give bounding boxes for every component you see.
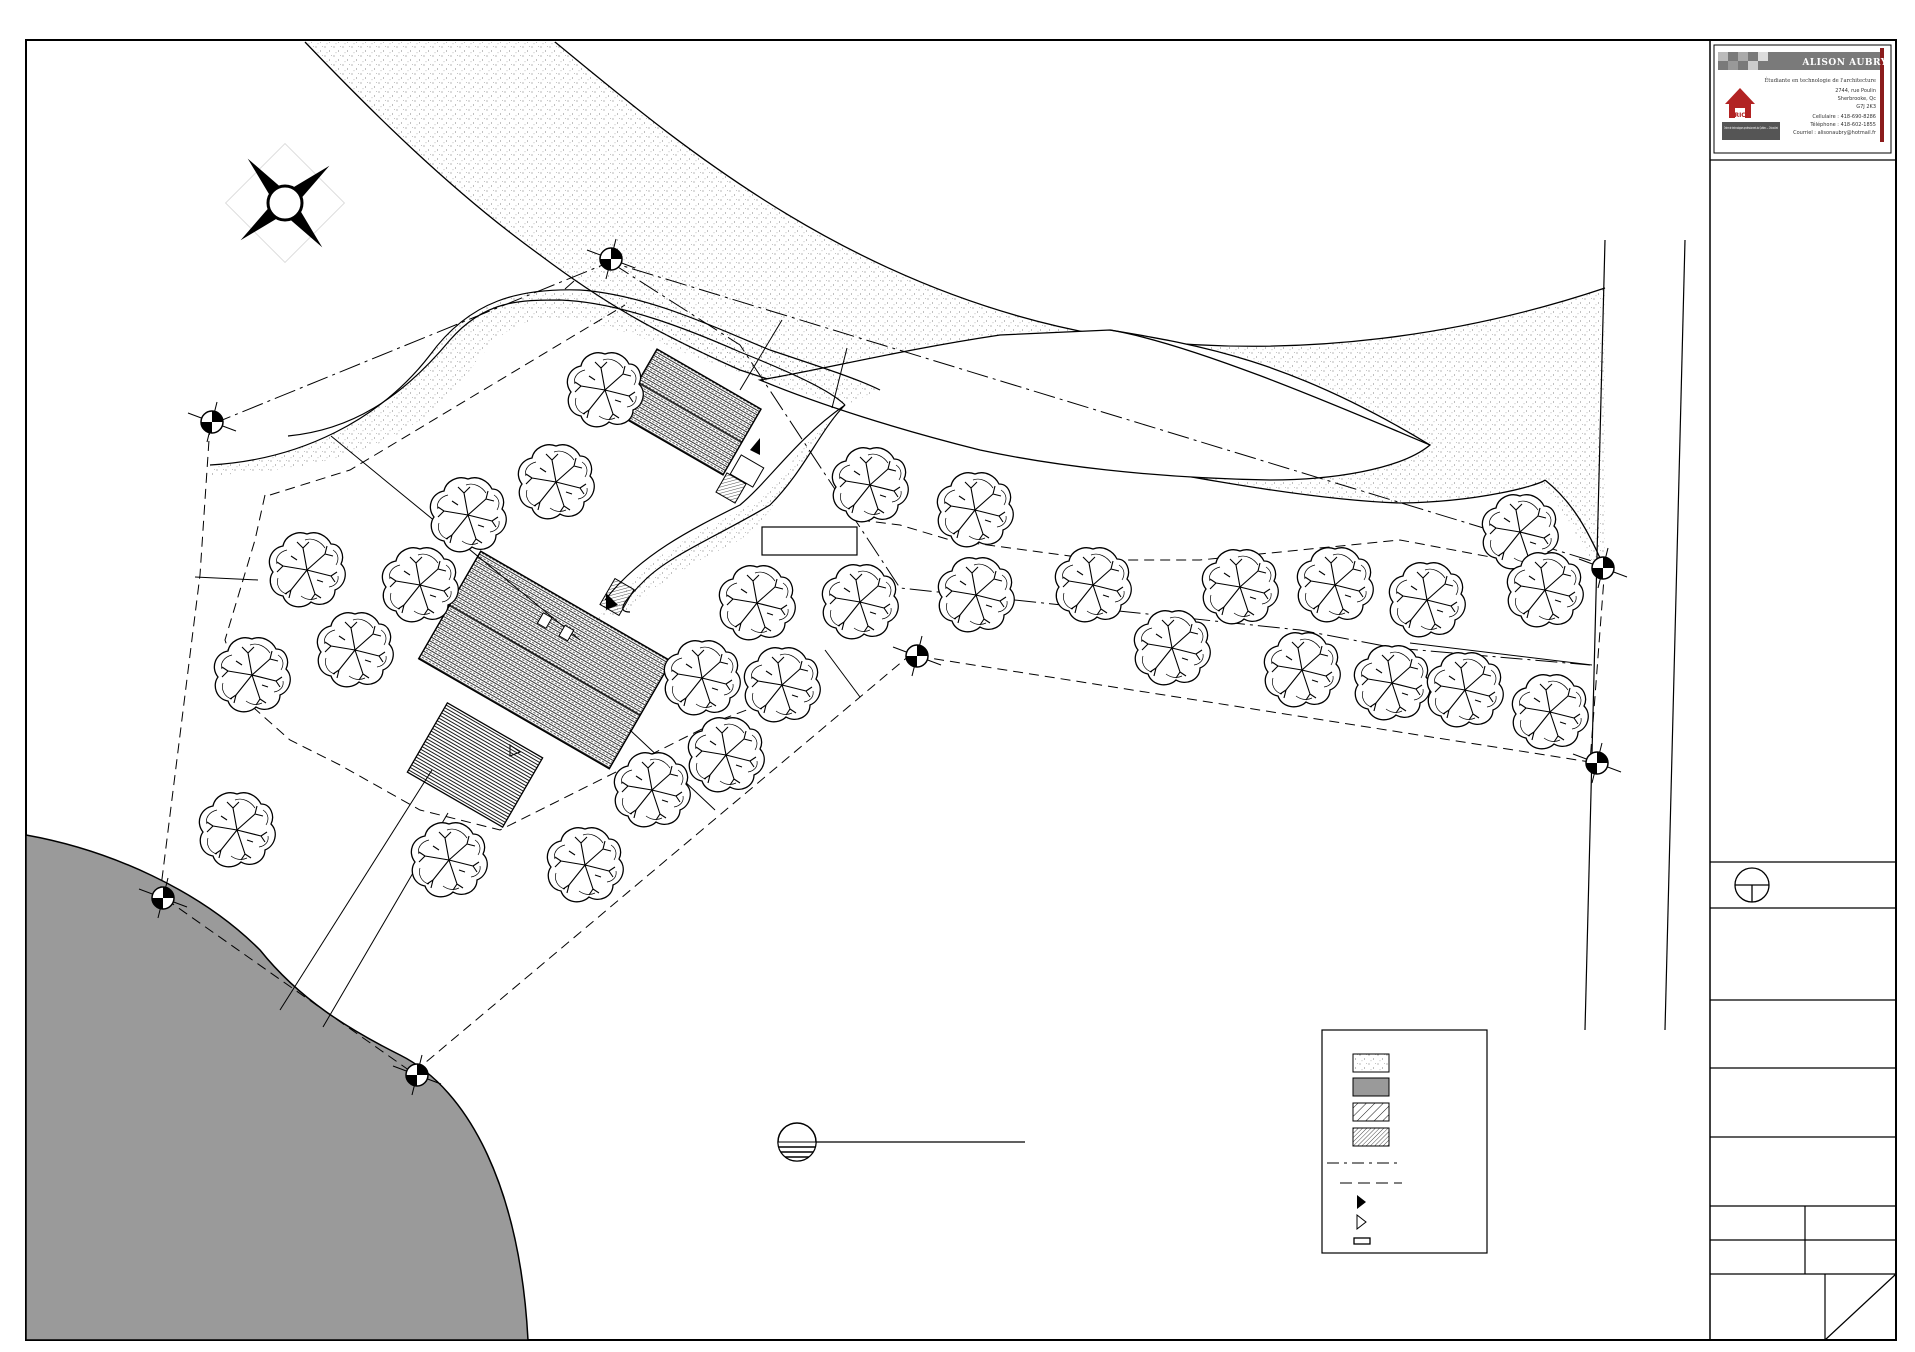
tree: [1426, 652, 1504, 728]
contact-line: Cellulaire : 418-690-8286: [1812, 114, 1876, 120]
tree: [381, 547, 459, 623]
address-line: Sherbrooke, Qc: [1838, 96, 1877, 102]
tree: [213, 637, 291, 713]
tree: [1296, 547, 1374, 623]
tree: [198, 792, 276, 868]
tree: [687, 717, 765, 793]
tree: [831, 447, 909, 523]
legend-swatch-solid: [1352, 1077, 1390, 1097]
address-line: 2744, rue Poulin: [1835, 88, 1876, 94]
tree: [1133, 610, 1211, 686]
accent-bar: [1880, 48, 1884, 142]
tree: [1388, 562, 1466, 638]
legend-frame: [1321, 1029, 1488, 1254]
tree: [613, 752, 691, 828]
main-house: [417, 550, 673, 770]
tree: [743, 647, 821, 723]
tree: [936, 472, 1014, 548]
house-deck: [406, 701, 544, 829]
address-line: G7J 2K3: [1856, 104, 1876, 110]
drawing-border: [25, 39, 1897, 1341]
tree: [429, 477, 507, 553]
tree: [517, 444, 595, 520]
tree: [1201, 549, 1279, 625]
north-arrow-icon: [224, 142, 346, 264]
tree: [718, 565, 796, 641]
legend: [1321, 1029, 1488, 1254]
garage-steps: [715, 472, 747, 504]
main-road: [304, 41, 1606, 560]
parking-pad: [761, 526, 858, 556]
outline-triangle-icon: [1356, 1213, 1367, 1231]
tree: [1353, 645, 1431, 721]
filled-triangle-icon: [1357, 1195, 1366, 1209]
street-line-2: [1664, 239, 1686, 1031]
title-block: ALISON AUBRY Étudiante en technologie de…: [1710, 44, 1897, 1341]
tree: [1263, 632, 1341, 708]
tree: [566, 352, 644, 428]
logo-caption: Ordre de technologues professionnels du …: [1724, 125, 1778, 130]
tree: [268, 532, 346, 608]
designer-subtitle: Étudiante en technologie de l'architectu…: [1765, 76, 1876, 84]
benchmark-marker: [892, 635, 942, 677]
house-steps: [599, 577, 635, 617]
tree: [937, 557, 1015, 633]
legend-swatch-diagonal: [1352, 1102, 1390, 1122]
contact-line: Courriel : alisonaubry@hotmail.fr: [1793, 130, 1877, 136]
benchmark-marker: [1572, 742, 1622, 784]
scale-marker: [777, 1122, 1025, 1162]
small-rectangle-icon: [1353, 1237, 1371, 1245]
designer-name: ALISON AUBRY: [1801, 58, 1887, 68]
tree: [1511, 674, 1589, 750]
legend-swatch-dotted: [1352, 1053, 1390, 1073]
garage-porch: [729, 454, 765, 488]
benchmark-marker: [187, 401, 237, 443]
tree: [410, 822, 488, 898]
tree: [663, 640, 741, 716]
logo-text: BRICC: [1730, 112, 1751, 119]
legend-swatch-dense: [1352, 1127, 1390, 1147]
tree: [1054, 547, 1132, 623]
tree: [546, 827, 624, 903]
contact-line: Téléphone : 418-602-1855: [1809, 121, 1876, 128]
bricc-logo-icon: BRICC Ordre de technologues professionne…: [1722, 88, 1780, 140]
street-line-1: [1584, 239, 1606, 1031]
tree: [821, 564, 899, 640]
secondary-entrance-icon: [509, 744, 522, 757]
entrance-arrow-icon: [750, 438, 760, 455]
lake: [25, 834, 529, 1341]
section-symbol-icon: [1734, 867, 1770, 903]
tree: [316, 612, 394, 688]
